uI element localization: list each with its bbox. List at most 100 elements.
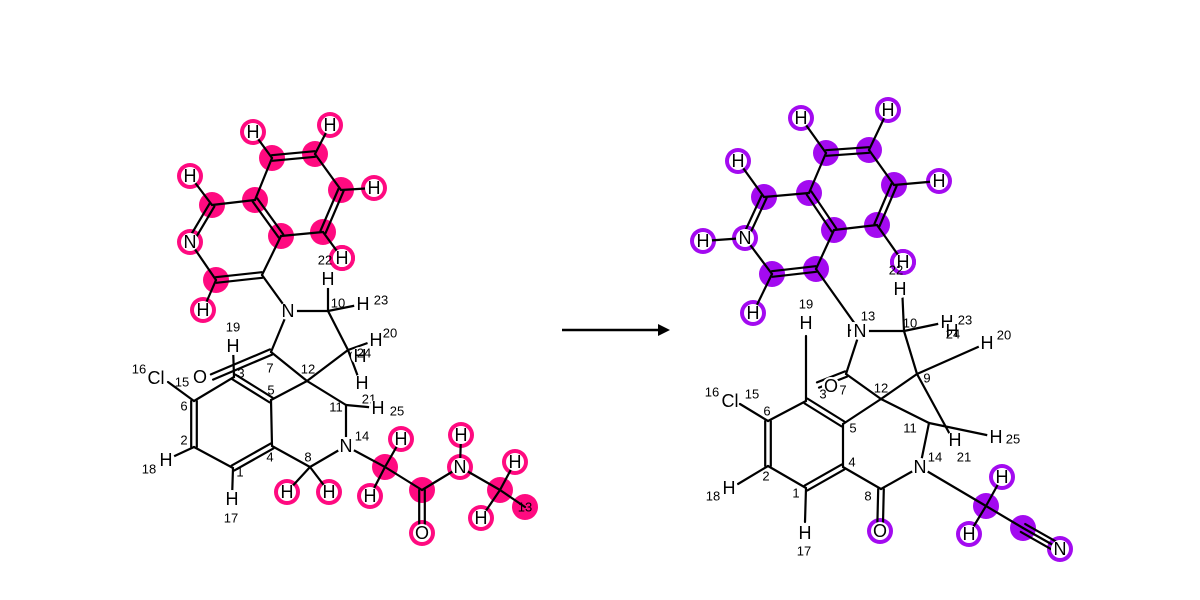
left-atom-index-22: 19 [226, 320, 240, 335]
left-atom-index-16: 10 [331, 296, 345, 311]
left-atom-label-22: H [227, 336, 240, 356]
right-atom-index-36: 18 [706, 489, 720, 504]
left-bond-38 [192, 445, 235, 470]
right-atom-index-37: 2 [762, 469, 769, 484]
left-bond-3 [253, 156, 274, 202]
right-bond-41-line-1 [806, 468, 846, 492]
left-atom-label-bg-26 [353, 374, 371, 392]
left-atom-index-34: 14 [355, 429, 369, 444]
left-bond-55 [498, 488, 527, 509]
right-atom-label-22: H [894, 279, 907, 299]
right-bond-1-line-1 [825, 151, 871, 157]
right-atom-index-41: 8 [864, 489, 871, 504]
left-bond-41 [269, 398, 274, 448]
left-bond-28 [269, 379, 309, 402]
left-atom-index-18: 22 [318, 253, 332, 268]
left-bond-35 [166, 380, 196, 403]
right-atom-label-24: H [981, 333, 994, 353]
right-bond-17 [814, 228, 836, 271]
left-bond-16 [260, 234, 283, 277]
left-atom-label-28: Cl [148, 368, 165, 388]
left-bond-9-line-1 [256, 197, 285, 236]
right-atom-index-26: 3 [819, 387, 826, 402]
left-bond-1-line-1 [271, 155, 317, 162]
left-bond-6-line-0 [324, 190, 345, 235]
right-atom-label-18: H [897, 252, 910, 272]
left-atom-label-46: H [281, 482, 294, 502]
left-bond-27 [269, 350, 309, 383]
left-atom-label-7: H [368, 178, 381, 198]
left-atom-label-bg-47 [320, 483, 338, 501]
right-bond-16-line-1 [771, 270, 818, 278]
left-atom-index-39: 1 [236, 465, 243, 480]
right-atom-index-35: 25 [1006, 432, 1020, 447]
right-bond-39 [766, 464, 808, 490]
right-bond-23 [915, 341, 989, 376]
right-bond-6-line-1 [873, 182, 893, 226]
left-atom-label-bg-21 [351, 347, 369, 365]
left-bond-15-line-0 [214, 271, 263, 279]
left-atom-index-29: 15 [175, 375, 189, 390]
right-bond-18 [814, 267, 862, 333]
right-atom-label-bg-1 [879, 101, 897, 119]
right-bond-22 [902, 329, 919, 376]
right-atom-index-18: 22 [889, 263, 903, 278]
left-atom-index-21: 24 [357, 346, 371, 361]
right-bond-36 [738, 402, 770, 423]
left-bond-1-line-0 [270, 150, 316, 157]
left-bond-24 [305, 348, 350, 383]
right-bond-33-line-0 [803, 402, 843, 428]
right-atom-label-36: H [723, 478, 736, 498]
left-atom-label-52: O [415, 523, 429, 543]
right-atom-label-bg-48 [1051, 540, 1069, 558]
right-atom-label-35: H [990, 427, 1003, 447]
right-atom-label-bg-44 [993, 468, 1011, 486]
left-atom-label-1: H [324, 115, 337, 135]
left-atom-label-bg-46 [278, 483, 296, 501]
left-atom-label-47: H [323, 482, 336, 502]
left-atom-index-33: 6 [180, 399, 187, 414]
left-bond-15-line-1 [215, 276, 264, 284]
right-bond-33-line-1 [806, 397, 846, 423]
right-atom-index-31: 6 [763, 404, 770, 419]
right-label-layer: HHHHHNHHHH2219N13H23H10H24H209O3712Cl161… [694, 100, 1069, 559]
left-atom-label-bg-38 [157, 451, 175, 469]
left-atom-index-32: 11 [329, 400, 343, 415]
left-atom-label-40: H [226, 489, 239, 509]
left-atom-label-8: N [184, 232, 197, 252]
right-atom-index-19: 19 [799, 297, 813, 312]
right-atom-label-bg-2 [729, 152, 747, 170]
left-bond-6-line-1 [319, 187, 340, 232]
left-atom-index-17: 23 [374, 293, 388, 308]
left-atom-label-4: H [184, 166, 197, 186]
right-atom-index-33: 11 [903, 421, 917, 436]
right-atom-label-bg-8 [694, 232, 712, 250]
right-atom-label-bg-22 [891, 280, 909, 298]
right-bond-6-line-0 [878, 184, 898, 228]
right-atom-label-bg-45 [960, 525, 978, 543]
right-bond-41-line-0 [803, 463, 843, 487]
left-atom-index-31: 5 [267, 383, 274, 398]
right-atom-label-bg-26 [822, 377, 840, 395]
right-bond-9-line-1 [810, 190, 838, 230]
right-bond-1-line-0 [824, 146, 870, 152]
right-atom-index-27: 7 [839, 383, 846, 398]
right-atom-label-43: O [873, 521, 887, 541]
right-bond-30 [879, 397, 931, 425]
right-atom-index-30: 15 [745, 387, 759, 402]
right-atom-label-bg-11 [744, 304, 762, 322]
right-atom-label-bg-34 [946, 431, 964, 449]
right-atom-label-bg-20 [851, 322, 869, 340]
left-atom-label-0: H [247, 122, 260, 142]
left-bond-10 [210, 198, 257, 207]
right-atom-index-34: 21 [957, 450, 971, 465]
left-atom-label-bg-8 [181, 233, 199, 251]
left-atom-label-51: H [509, 452, 522, 472]
right-atom-index-39: 14 [928, 450, 942, 465]
left-bond-32-line-0 [231, 378, 271, 404]
right-atom-label-45: H [963, 524, 976, 544]
left-atom-index-27: 25 [390, 404, 404, 419]
left-atom-label-bg-49 [472, 509, 490, 527]
